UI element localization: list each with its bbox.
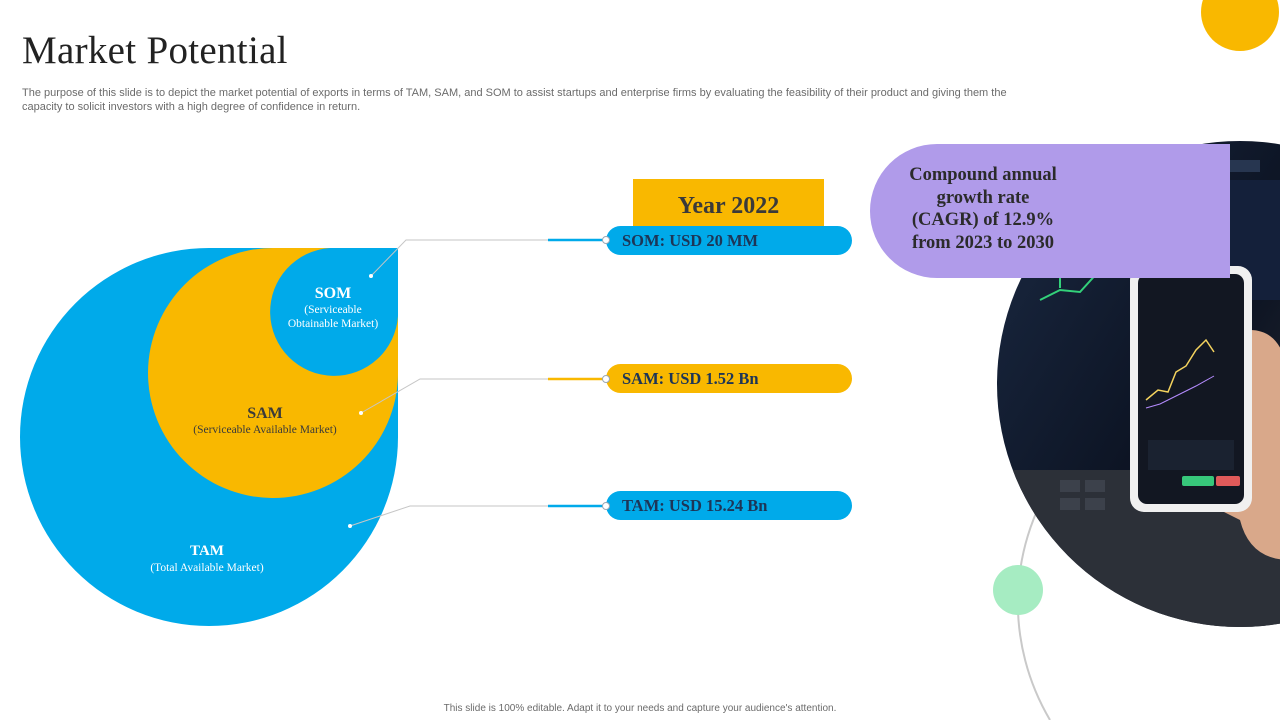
sam-subtitle: (Serviceable Available Market) [193, 424, 337, 436]
sam-title: SAM [247, 405, 283, 422]
som-shape [270, 248, 398, 376]
slide-subtitle: The purpose of this slide is to depict t… [22, 87, 1007, 113]
som-label: SOM (Serviceable Obtainable Market) [288, 284, 378, 331]
tam-subtitle: (Total Available Market) [150, 562, 264, 574]
som-title: SOM [314, 285, 352, 302]
cagr-line-1: Compound annual [909, 165, 1057, 185]
slide-footer: This slide is 100% editable. Adapt it to… [443, 703, 837, 714]
cagr-line-2: growth rate [936, 187, 1030, 208]
tam-label: TAM (Total Available Market) [150, 542, 263, 575]
cagr-bubble [870, 144, 1230, 278]
tam-connector [349, 505, 548, 527]
tam-anchor-dot [348, 524, 352, 528]
som-connector [370, 239, 548, 277]
cagr-line-4: from 2023 to 2030 [912, 232, 1054, 253]
som-pill-dot [602, 236, 610, 244]
sam-connector [360, 378, 548, 414]
cagr-line-3: (CAGR) of 12.9% [911, 210, 1055, 230]
sam-label: SAM (Serviceable Available Market) [193, 404, 336, 437]
tam-title: TAM [190, 543, 224, 559]
som-subtitle-line1: (Serviceable [304, 304, 362, 316]
green-accent-circle [993, 565, 1043, 615]
tam-value-pill: TAM: USD 15.24 Bn [606, 491, 852, 520]
som-value-pill: SOM: USD 20 MM [606, 226, 852, 255]
year-box: Year 2022 [633, 179, 824, 227]
tam-pill-dot [602, 502, 610, 510]
som-subtitle-line2: Obtainable Market) [287, 318, 379, 330]
sam-pill-dot [602, 375, 610, 383]
sam-anchor-dot [359, 411, 363, 415]
som-anchor-dot [369, 274, 373, 278]
corner-yellow-circle [1201, 0, 1279, 51]
slide-title: Market Potential [22, 29, 288, 72]
sam-value-pill: SAM: USD 1.52 Bn [606, 364, 852, 393]
stock-trading-photo [997, 141, 1280, 627]
cagr-text: Compound annual growth rate (CAGR) of 12… [893, 164, 1073, 254]
